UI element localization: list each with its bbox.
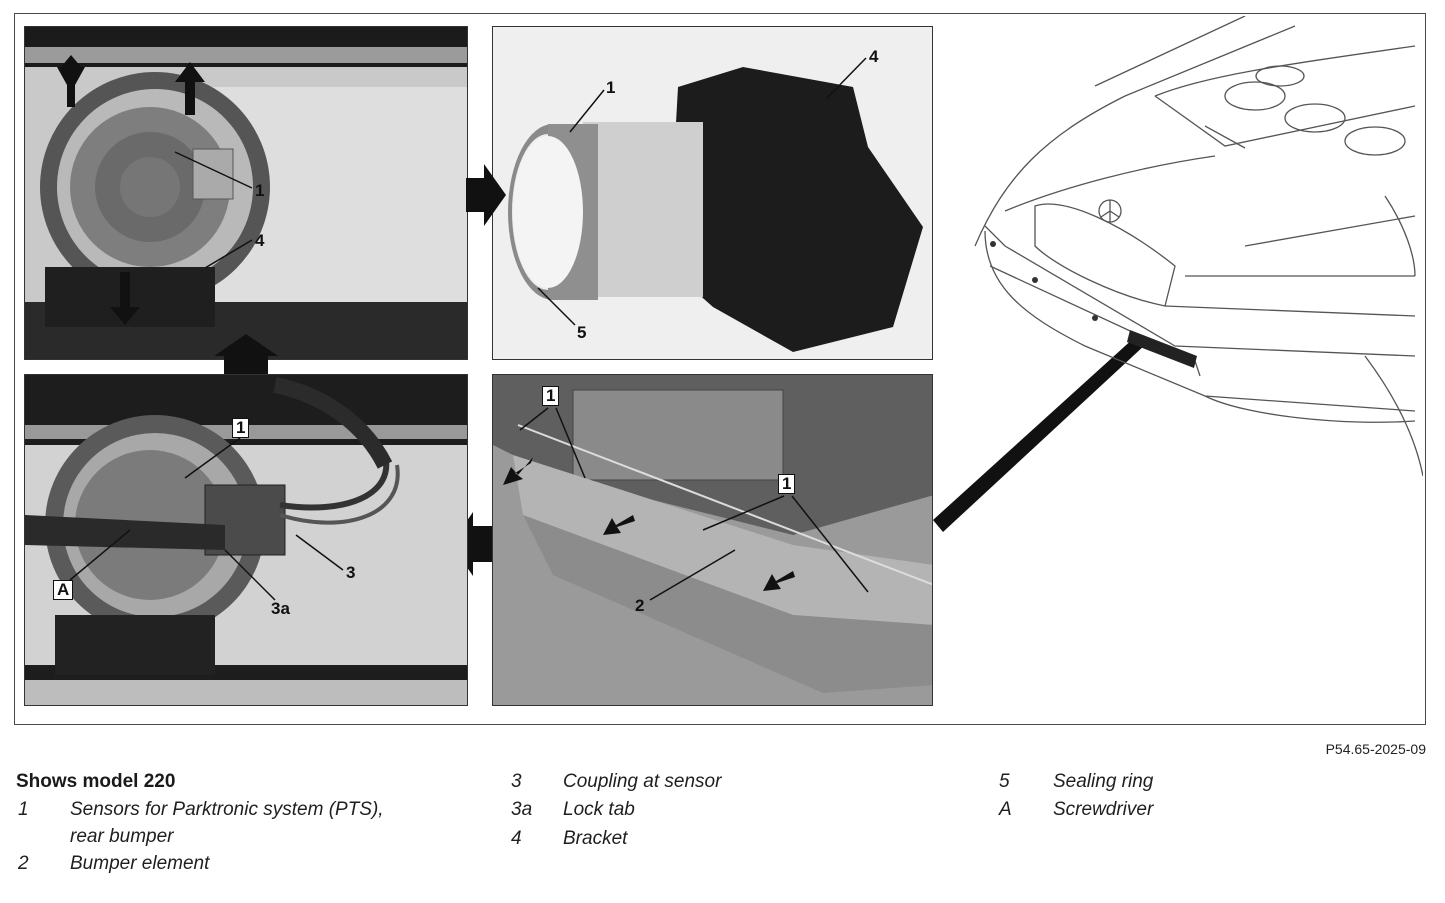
arrow-left-icon — [451, 512, 493, 576]
arrow-up-icon — [214, 334, 278, 378]
callout-p2-5: 5 — [577, 323, 587, 342]
sensor-closeup-illustration — [493, 27, 932, 359]
direction-arrows-up — [57, 55, 205, 325]
figure-frame — [14, 13, 1426, 725]
car-rear-line-drawing — [974, 16, 1423, 477]
legend-text-5: Sealing ring — [1053, 771, 1154, 792]
legend-text-1: Sensors for Parktronic system (PTS), — [70, 799, 384, 820]
callout-p4-1b: 1 — [778, 474, 796, 494]
bumper-direction-arrows — [503, 457, 795, 591]
callout-p2-1: 1 — [606, 78, 616, 97]
legend-text-A: Screwdriver — [1053, 799, 1154, 820]
legend-text-1-cont: rear bumper — [70, 826, 174, 847]
callout-p1-1: 1 — [255, 181, 265, 200]
sensor-bracket-illustration — [25, 27, 467, 359]
callout-p3-3: 3 — [346, 563, 356, 582]
photo-panel-sensor-closeup — [492, 26, 933, 360]
photo-panel-coupling — [24, 374, 468, 706]
legend-key-A: A — [999, 799, 1012, 820]
callout-p1-4: 4 — [255, 231, 265, 250]
photo-panel-bumper — [492, 374, 933, 706]
callout-p3-1: 1 — [232, 418, 250, 438]
legend-key-4: 4 — [511, 828, 522, 849]
figure-reference: P54.65-2025-09 — [1325, 741, 1426, 757]
legend-text-4: Bracket — [563, 828, 628, 849]
arrow-right-icon — [466, 164, 506, 226]
legend-key-3: 3 — [511, 771, 522, 792]
photo-panel-sensor-bracket — [24, 26, 468, 360]
coupling-illustration — [25, 375, 467, 705]
callout-p3-A: A — [53, 580, 74, 600]
legend-key-3a: 3a — [511, 799, 533, 820]
legend-text-2: Bumper element — [70, 853, 210, 874]
legend-key-1: 1 — [18, 799, 29, 820]
callout-p3-3a: 3a — [271, 599, 290, 618]
legend-key-2: 2 — [18, 853, 29, 874]
callout-p4-2: 2 — [635, 596, 645, 615]
callout-p4-1a: 1 — [542, 386, 560, 406]
callout-p2-4: 4 — [869, 47, 879, 66]
legend-title: Shows model 220 — [16, 771, 176, 792]
legend-key-5: 5 — [999, 771, 1010, 792]
bumper-illustration — [493, 375, 932, 705]
legend-text-3: Coupling at sensor — [563, 771, 722, 792]
legend-text-3a: Lock tab — [563, 799, 635, 820]
